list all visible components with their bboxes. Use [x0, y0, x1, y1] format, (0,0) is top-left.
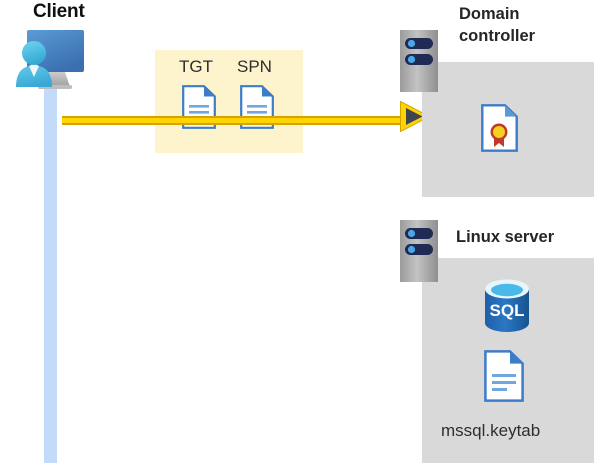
spn-label: SPN — [237, 57, 272, 76]
token-highlight-box — [155, 50, 303, 153]
flow-arrow-head — [400, 100, 431, 133]
client-lifeline — [44, 78, 57, 463]
keytab-document-icon — [484, 350, 524, 402]
tgt-label: TGT — [179, 57, 213, 76]
sql-icon-label: SQL — [490, 301, 525, 320]
user-workstation-icon — [8, 25, 98, 93]
flow-arrow-line — [62, 112, 410, 125]
server-rack-icon — [400, 220, 438, 282]
sql-database-icon: SQL — [480, 278, 534, 334]
keytab-filename-label: mssql.keytab — [441, 421, 541, 440]
server-rack-icon — [400, 30, 438, 92]
certificate-document-icon — [481, 104, 518, 152]
client-title: Client — [33, 1, 85, 22]
linux-server-title: Linux server — [456, 228, 555, 246]
domain-controller-title: Domain controller — [459, 5, 536, 45]
